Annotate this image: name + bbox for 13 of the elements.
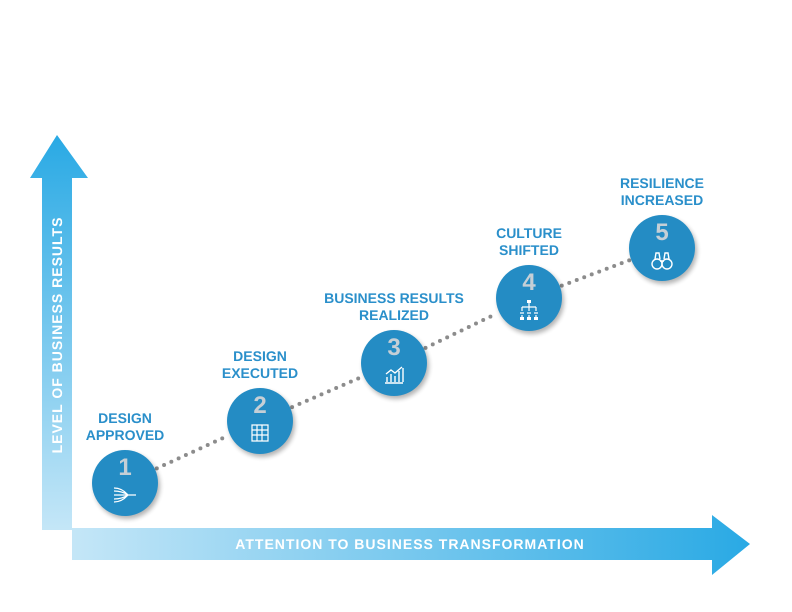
dotted-connector	[560, 258, 632, 288]
step-heading: BUSINESS RESULTS REALIZED	[323, 290, 465, 324]
axis-label: ATTENTION TO BUSINESS TRANSFORMATION	[235, 536, 585, 552]
step-heading: DESIGN APPROVED	[84, 410, 166, 444]
step-number: 4	[521, 270, 537, 296]
step-number: 5	[654, 220, 670, 246]
step-number: 2	[252, 393, 268, 419]
step-heading: DESIGN EXECUTED	[220, 348, 300, 382]
step-heading: CULTURE SHIFTED	[495, 225, 563, 259]
step-number: 3	[386, 335, 402, 361]
step-number: 1	[117, 455, 133, 481]
axis-label: LEVEL OF BUSINESS RESULTS	[49, 216, 65, 454]
step-heading: RESILIENCE INCREASED	[618, 175, 705, 209]
